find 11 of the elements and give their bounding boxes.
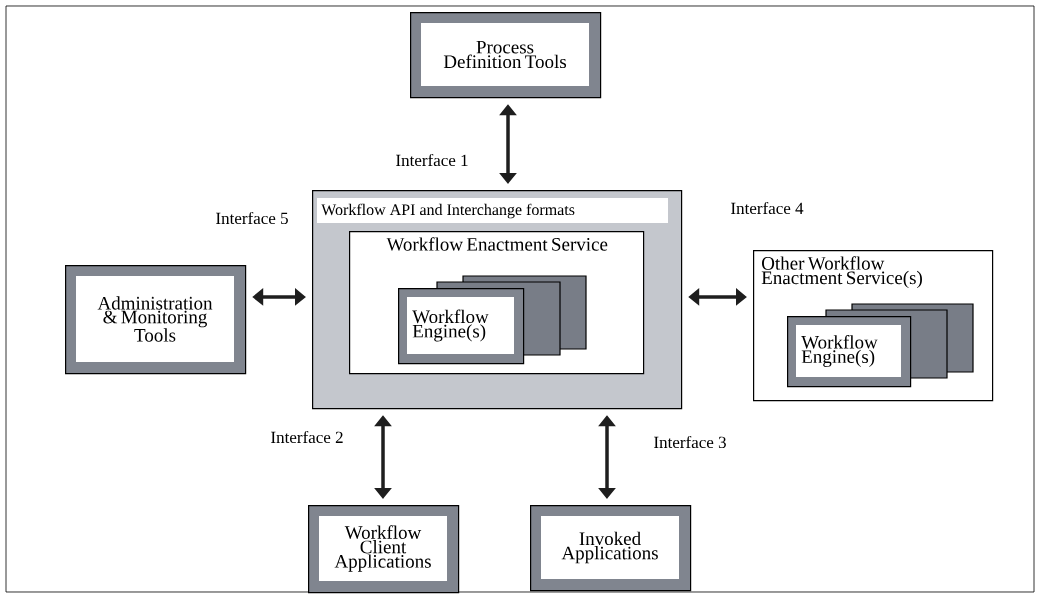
- edge-label: Interface 4: [729, 200, 805, 216]
- edge-label: Interface 5: [214, 210, 290, 226]
- edge-label: Interface 3: [652, 434, 728, 450]
- engine-card-stack: Workflow Engine(s): [398, 275, 587, 365]
- tool-box: Administration & Monitoring Tools: [65, 265, 247, 375]
- edge-label: Interface 1: [394, 152, 470, 168]
- engine-card-stack: Workflow Engine(s): [787, 303, 974, 388]
- tool-box: Workflow Client Applications: [308, 505, 460, 594]
- tool-box: Invoked Applications: [530, 505, 692, 592]
- edge-label: Interface 2: [269, 429, 345, 445]
- tool-box: Process Definition Tools: [410, 12, 602, 99]
